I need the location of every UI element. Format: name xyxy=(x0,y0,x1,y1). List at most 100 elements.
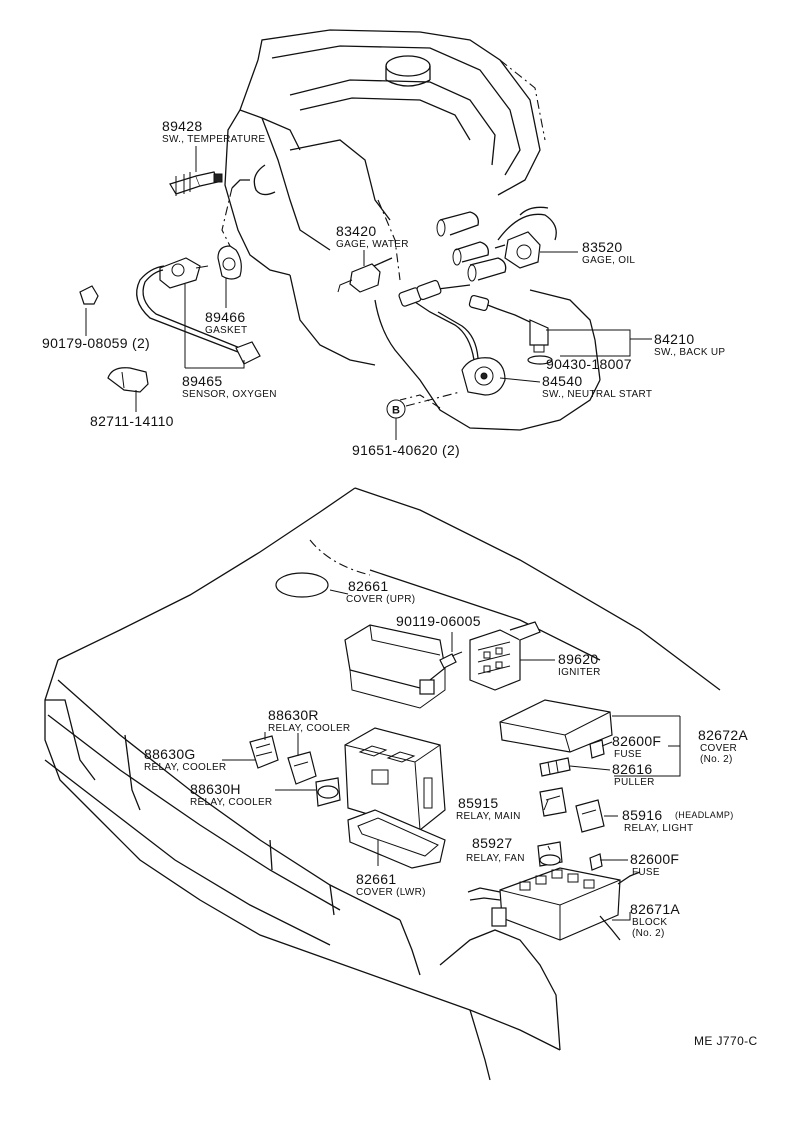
callout-back-up-washer: 90430-18007 xyxy=(546,356,632,372)
callout-cooler-relay-r: 88630R RELAY, COOLER xyxy=(268,707,350,734)
part-number-label: 85927 xyxy=(472,835,512,851)
fan-relay-part xyxy=(537,841,563,867)
part-description-label: SW., NEUTRAL START xyxy=(542,389,652,400)
callout-gasket: 89466 GASKET xyxy=(205,309,247,336)
callout-light-relay: 85916 (HEADLAMP) RELAY, LIGHT xyxy=(622,807,734,834)
part-description-label: SW., BACK UP xyxy=(654,347,725,358)
cover-upper-part xyxy=(344,624,446,709)
diagram-code: ME J770-C xyxy=(694,1034,758,1048)
part-number-label: 84540 xyxy=(542,373,582,389)
callout-clip: 90179-08059 (2) xyxy=(42,335,150,351)
part-number-label: 90430-18007 xyxy=(546,356,632,372)
part-description-label: RELAY, COOLER xyxy=(144,762,226,773)
part-description-label: COVER (UPR) xyxy=(346,594,415,605)
oxygen-sensor-part xyxy=(136,257,261,365)
light-relay-part xyxy=(575,799,605,833)
fuse-1-part xyxy=(589,739,605,759)
cover-lower-part xyxy=(347,809,446,869)
part-number-label: 89465 xyxy=(182,373,222,389)
main-relay-part xyxy=(539,787,567,817)
bolt-marker-b: B xyxy=(386,391,461,419)
cooler-relay-g-part xyxy=(249,735,279,769)
part-number-label: 83520 xyxy=(582,239,622,255)
part-description-label: GAGE, WATER xyxy=(336,239,409,250)
callout-temperature-switch: 89428 SW., TEMPERATURE xyxy=(162,118,265,145)
part-description-label: GAGE, OIL xyxy=(582,255,635,266)
svg-text:B: B xyxy=(392,405,400,417)
relay-block-part xyxy=(344,727,446,831)
screw-part xyxy=(439,651,463,669)
part-description-label: PULLER xyxy=(614,777,655,788)
callout-fuse-cover-no2: 82672A COVER (No. 2) xyxy=(698,727,748,765)
part-number-label: 89620 xyxy=(558,651,598,667)
part-number-label: 84210 xyxy=(654,331,694,347)
part-number-label: 89428 xyxy=(162,118,202,134)
part-number-label: 82661 xyxy=(356,871,396,887)
callout-fuse-2: 82600F FUSE xyxy=(630,851,679,878)
callout-clamp: 82711-14110 xyxy=(90,413,174,429)
part-number-label: 91651-40620 (2) xyxy=(352,442,460,458)
callout-cover-lower: 82661 COVER (LWR) xyxy=(356,871,426,898)
engine-block-illustration xyxy=(221,29,601,431)
part-description-label: SENSOR, OXYGEN xyxy=(182,389,277,400)
part-number-label: 82672A xyxy=(698,727,748,743)
callout-neutral-start-switch: 84540 SW., NEUTRAL START xyxy=(542,373,652,400)
puller-part xyxy=(539,757,571,777)
part-description-label-2: (No. 2) xyxy=(700,754,733,765)
junction-block-part xyxy=(467,867,641,941)
part-number-label: 83420 xyxy=(336,223,376,239)
part-number-label: 90119-06005 xyxy=(396,613,481,629)
callout-oxygen-sensor: 89465 SENSOR, OXYGEN xyxy=(182,373,277,400)
part-number-label: 82616 xyxy=(612,761,652,777)
callout-fuse-1: 82600F FUSE xyxy=(612,733,661,760)
callout-junction-block: 82671A BLOCK (No. 2) xyxy=(630,901,680,939)
part-description-label: RELAY, COOLER xyxy=(190,797,272,808)
part-description-label-2: (No. 2) xyxy=(632,928,665,939)
part-number-label: 88630R xyxy=(268,707,319,723)
part-number-label: 82661 xyxy=(348,578,388,594)
callout-puller: 82616 PULLER xyxy=(612,761,655,788)
part-number-label: 90179-08059 (2) xyxy=(42,335,150,351)
part-description-label: IGNITER xyxy=(558,667,601,678)
vehicle-body-illustration xyxy=(44,487,721,1081)
clip-part xyxy=(79,285,99,305)
part-number-label: 82600F xyxy=(612,733,661,749)
part-description-label: RELAY, LIGHT xyxy=(624,823,693,834)
igniter-part xyxy=(469,621,541,691)
part-description-label: FUSE xyxy=(614,749,642,760)
part-description-label: COVER (LWR) xyxy=(356,887,426,898)
gasket-part xyxy=(217,245,242,280)
callout-water-gage: 83420 GAGE, WATER xyxy=(336,223,409,250)
callout-igniter-screw: 90119-06005 xyxy=(396,613,481,629)
part-number-label: 89466 xyxy=(205,309,245,325)
fuse-cover-part xyxy=(499,699,613,753)
part-description-label: RELAY, MAIN xyxy=(456,811,521,822)
part-number-label: 82671A xyxy=(630,901,680,917)
part-description-label: BLOCK xyxy=(632,917,667,928)
part-description-label: GASKET xyxy=(205,325,247,336)
part-number-label: 85915 xyxy=(458,795,498,811)
callout-cooler-relay-g: 88630G RELAY, COOLER xyxy=(144,746,226,773)
callout-main-relay: 85915 RELAY, MAIN xyxy=(456,795,521,822)
part-description-label: COVER xyxy=(700,743,737,754)
callout-bolt: 91651-40620 (2) xyxy=(352,442,460,458)
part-note-label: (HEADLAMP) xyxy=(675,810,734,820)
part-number-label: 82600F xyxy=(630,851,679,867)
part-number-label: 88630H xyxy=(190,781,241,797)
part-description-label: RELAY, COOLER xyxy=(268,723,350,734)
callout-oil-gage: 83520 GAGE, OIL xyxy=(582,239,635,266)
callout-fan-relay: 85927 RELAY, FAN xyxy=(466,835,525,864)
callout-cooler-relay-h: 88630H RELAY, COOLER xyxy=(190,781,272,808)
part-number-label: 85916 xyxy=(622,807,662,823)
cooler-relay-r-part xyxy=(287,751,317,785)
part-number-label: 82711-14110 xyxy=(90,413,174,429)
part-description-label: FUSE xyxy=(632,867,660,878)
callout-back-up-switch: 84210 SW., BACK UP xyxy=(654,331,725,358)
part-description-label: SW., TEMPERATURE xyxy=(162,134,265,145)
callout-cover-upper: 82661 COVER (UPR) xyxy=(346,578,415,605)
temperature-switch-part xyxy=(169,171,223,196)
callout-igniter: 89620 IGNITER xyxy=(558,651,601,678)
part-description-label: RELAY, FAN xyxy=(466,853,525,864)
